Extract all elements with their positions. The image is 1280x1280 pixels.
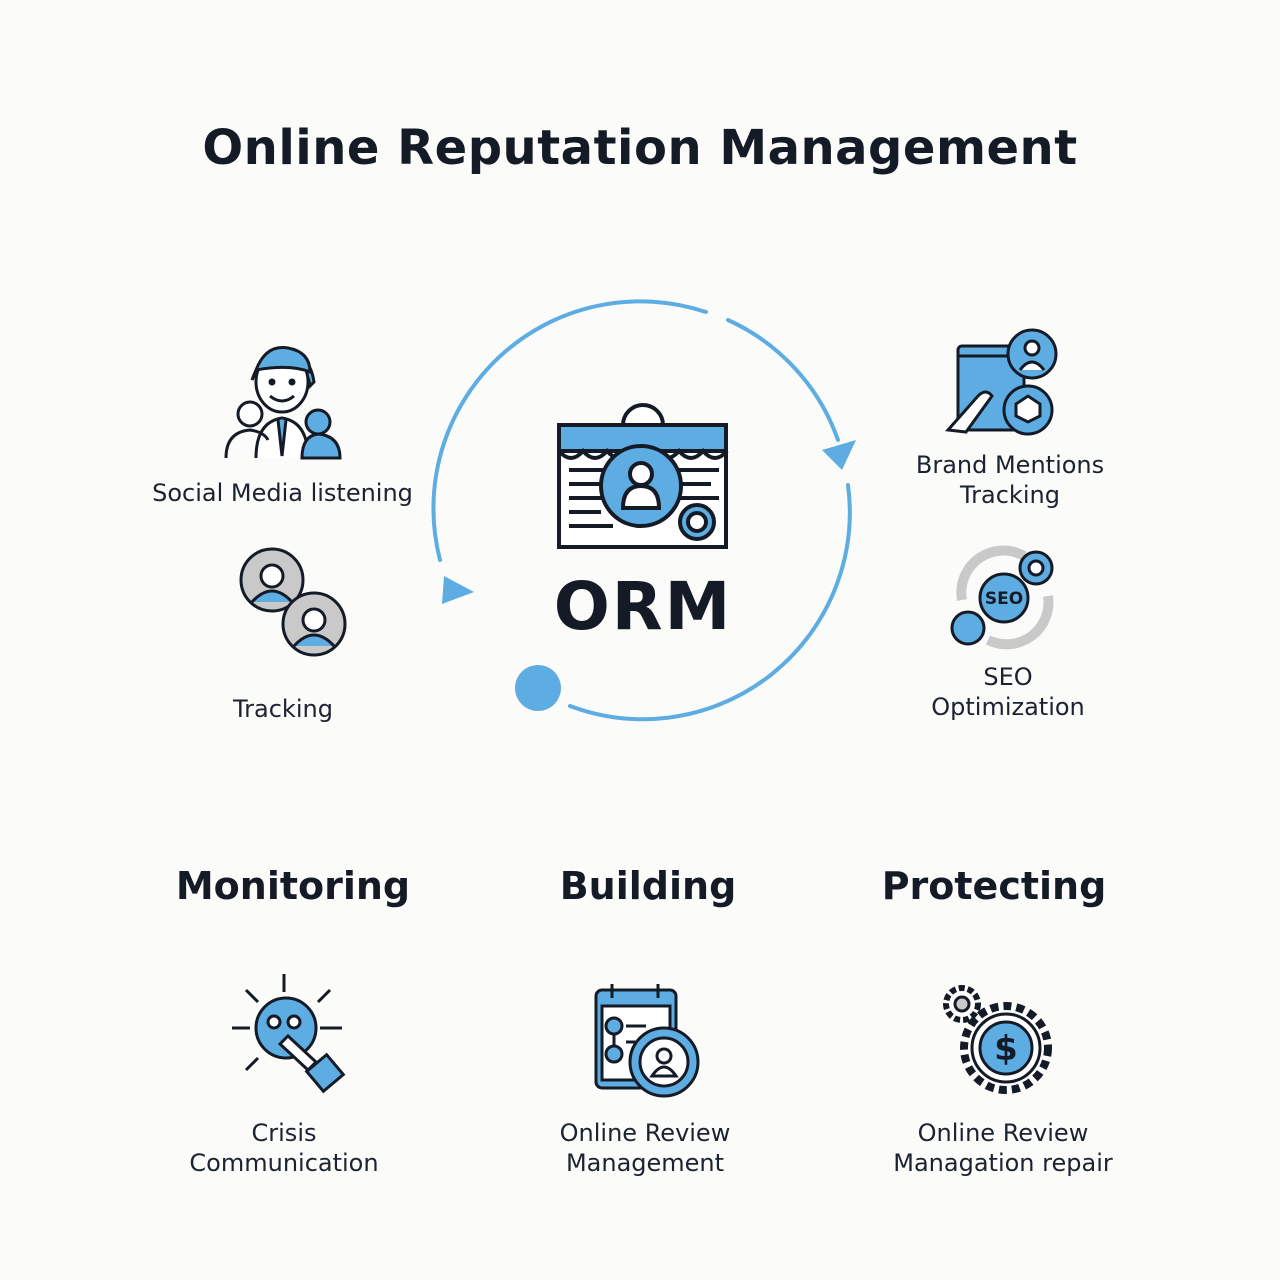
tracking-label: Tracking bbox=[233, 695, 333, 723]
dollar-gear-icon: $ bbox=[943, 985, 1052, 1094]
brand-mentions-label: Brand Mentions Tracking bbox=[915, 451, 1105, 509]
orm-center-label: ORM bbox=[553, 568, 733, 645]
online-review-management-label: Online Review Management bbox=[559, 1119, 731, 1177]
people-group-icon bbox=[224, 345, 342, 460]
online-review-repair-label: Online Review Managation repair bbox=[893, 1119, 1113, 1177]
svg-text:$: $ bbox=[994, 1029, 1018, 1069]
cycle-arc-top bbox=[431, 299, 708, 562]
cycle-arc-right bbox=[726, 318, 840, 442]
seo-badge-text: SEO bbox=[985, 589, 1023, 609]
cycle-arc-bottom bbox=[568, 483, 852, 722]
tablet-mention-icon bbox=[944, 328, 1058, 436]
arrow-head-left bbox=[442, 576, 474, 604]
category-protecting: Protecting bbox=[881, 864, 1107, 908]
cycle-dot bbox=[515, 665, 561, 711]
review-calendar-icon bbox=[594, 984, 700, 1098]
seo-optimization-label: SEO Optimization bbox=[931, 663, 1085, 721]
category-monitoring: Monitoring bbox=[175, 864, 411, 908]
crisis-bulb-icon bbox=[232, 974, 346, 1094]
category-building: Building bbox=[559, 864, 737, 908]
arrow-head-right bbox=[822, 440, 856, 470]
crisis-communication-label: Crisis Communication bbox=[189, 1119, 379, 1177]
social-media-listening-label: Social Media listening bbox=[152, 479, 413, 507]
user-chat-icon bbox=[239, 547, 347, 657]
seo-refresh-icon: SEO bbox=[950, 545, 1054, 650]
storefront-icon bbox=[557, 403, 729, 549]
page-title: Online Reputation Management bbox=[202, 120, 1078, 176]
